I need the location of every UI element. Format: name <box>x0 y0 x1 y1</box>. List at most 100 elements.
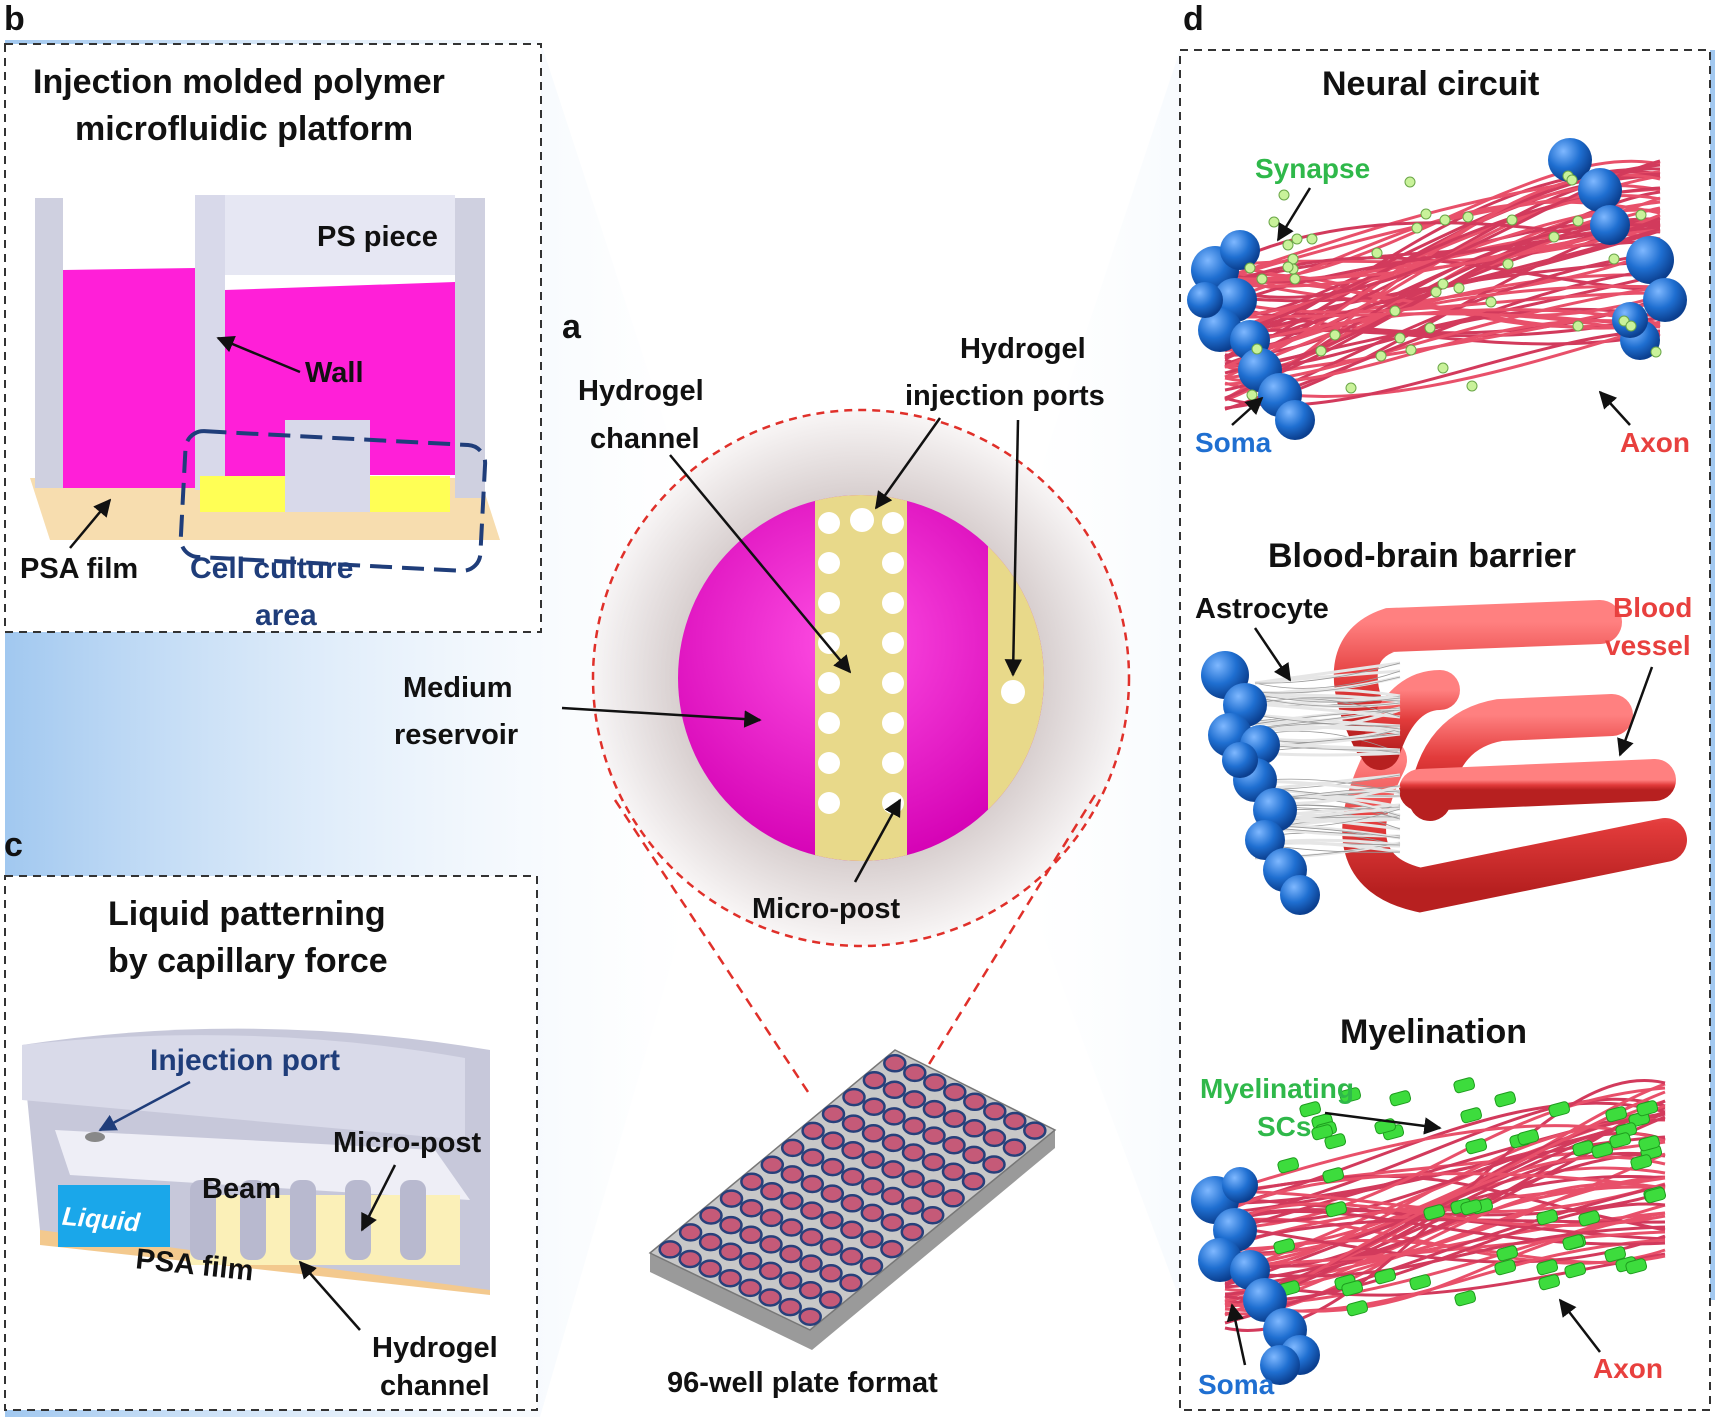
synapse <box>1282 261 1294 273</box>
soma-neural <box>1220 230 1260 270</box>
synapse <box>1485 296 1497 308</box>
synapse <box>1394 332 1406 344</box>
synapse <box>1278 189 1290 201</box>
plate-well <box>922 1126 946 1145</box>
plate-well <box>922 1099 947 1119</box>
soma-neural <box>1626 236 1674 284</box>
plate-well <box>780 1138 805 1158</box>
synapse <box>1315 345 1327 357</box>
myelin-sheath <box>1538 1274 1561 1291</box>
myelin-sheath <box>1341 1280 1364 1297</box>
bbb-title: Blood-brain barrier <box>1268 537 1576 575</box>
plate-well <box>902 1116 926 1136</box>
plate-well <box>901 1143 926 1162</box>
label-hydrogel-channel-c-2: channel <box>380 1370 490 1402</box>
label-blood-vessel-1: Blood <box>1613 592 1692 623</box>
plate-well <box>678 1249 702 1269</box>
plate-well <box>881 1133 906 1153</box>
plate-well <box>880 1213 905 1232</box>
soma-neural <box>1548 138 1592 182</box>
plate-well <box>818 1290 843 1310</box>
label-wall: Wall <box>305 357 364 389</box>
plate-well <box>719 1189 744 1208</box>
astrocyte-process <box>1254 661 1401 685</box>
plate-well <box>883 1054 907 1073</box>
label-soma-neural: Soma <box>1195 427 1272 458</box>
plate-well <box>798 1280 823 1300</box>
panel-b-title-2: microfluidic platform <box>75 110 413 148</box>
zoom-circle-outline <box>591 408 1131 948</box>
plate-well <box>860 1230 884 1249</box>
plate-well <box>778 1271 803 1290</box>
synapse <box>1437 362 1449 374</box>
neural-title: Neural circuit <box>1322 65 1539 103</box>
plate-well <box>882 1080 907 1100</box>
synapse <box>1404 176 1416 188</box>
label-injection-ports-1: Hydrogel <box>960 333 1086 365</box>
soma-myelin <box>1222 1167 1258 1203</box>
plate-well <box>840 1220 864 1240</box>
arrow-myelinating <box>1324 1111 1442 1135</box>
synapse <box>1572 320 1584 332</box>
label-injection-port: Injection port <box>150 1044 340 1077</box>
plate-well <box>760 1182 784 1201</box>
arrow-micro-post-c <box>360 1164 397 1232</box>
plate-well <box>819 1237 844 1256</box>
plate-well <box>779 1218 804 1237</box>
plate-well <box>840 1167 865 1186</box>
chip-back-c <box>22 1035 465 1140</box>
myelin-soma-cluster <box>1191 1167 1320 1385</box>
synapse <box>1430 286 1442 298</box>
myelin-sheath <box>1562 1234 1585 1251</box>
axon-myelin <box>1224 1183 1666 1325</box>
synapse <box>1256 273 1268 285</box>
neural-soma-cluster <box>1187 138 1687 440</box>
astrocyte-process-edge <box>1254 670 1401 689</box>
synapse <box>1635 209 1647 221</box>
micro-post <box>882 712 904 734</box>
micro-post-c <box>240 1180 266 1260</box>
plate-well <box>819 1264 843 1283</box>
plate-well <box>779 1244 803 1264</box>
plate-well <box>821 1104 846 1124</box>
soma-neural <box>1612 302 1648 338</box>
myelin-sheath <box>1453 1077 1476 1094</box>
label-astrocyte: Astrocyte <box>1195 593 1329 625</box>
plate-well <box>699 1206 723 1225</box>
label-axon-neural: Axon <box>1620 427 1690 458</box>
plate-well <box>678 1223 703 1242</box>
injection-port-hole <box>85 1132 105 1142</box>
myelin-sheath <box>1423 1204 1446 1221</box>
plate-well <box>820 1157 845 1177</box>
astrocyte-process <box>1254 702 1401 719</box>
plate-well <box>698 1232 723 1252</box>
astrocyte-process-edge <box>1254 662 1401 684</box>
plate-well <box>942 1135 966 1155</box>
axon-myelin <box>1224 1106 1666 1233</box>
liquid-region <box>58 1185 170 1247</box>
label-beam: Beam <box>202 1173 281 1205</box>
arrow-micro-post-a <box>853 798 902 883</box>
plate-well <box>1003 1111 1027 1131</box>
plate-well <box>942 1109 967 1128</box>
panel-a-letter: a <box>562 308 582 346</box>
plate-well <box>820 1210 844 1230</box>
plate-well <box>801 1121 825 1141</box>
myelin-title: Myelination <box>1340 1013 1527 1051</box>
plate-well <box>862 1070 887 1090</box>
plate-well <box>800 1148 825 1167</box>
astrocyte-process-edge <box>1254 698 1401 718</box>
myelin-sheath <box>1536 1259 1559 1276</box>
plate-well <box>738 1278 762 1298</box>
myelin-sheath <box>1322 1167 1345 1184</box>
micro-post <box>818 752 840 774</box>
plate-well <box>880 1239 904 1259</box>
micro-post <box>882 632 904 654</box>
synapse <box>1411 222 1423 234</box>
panel-c: c Liquid patterning by capillary force I… <box>4 826 538 1411</box>
arrow-soma-neural <box>1231 396 1264 426</box>
astrocyte-process-edge <box>1254 693 1401 703</box>
plate-well <box>839 1247 864 1266</box>
synapse <box>1572 215 1584 227</box>
